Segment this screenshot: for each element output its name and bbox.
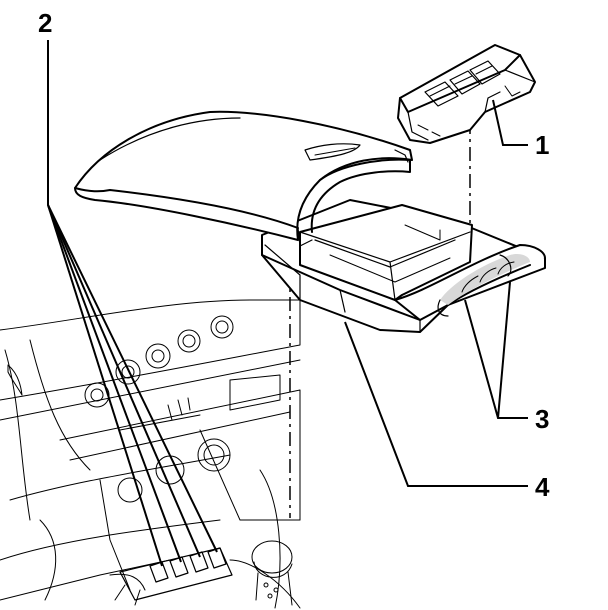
callout-4: 4: [535, 472, 550, 502]
dashboard-background: [0, 299, 301, 609]
callout-leaders: [344, 99, 528, 487]
callout-1: 1: [535, 130, 549, 160]
storage-tray: [261, 199, 546, 333]
leader-lines-2: [47, 40, 218, 567]
switch-block: [109, 547, 233, 606]
armrest-cover: [74, 110, 413, 247]
callout-2: 2: [38, 8, 52, 38]
callout-3: 3: [535, 404, 549, 434]
gear-knob: [251, 540, 293, 606]
switch-panel: [397, 44, 536, 144]
